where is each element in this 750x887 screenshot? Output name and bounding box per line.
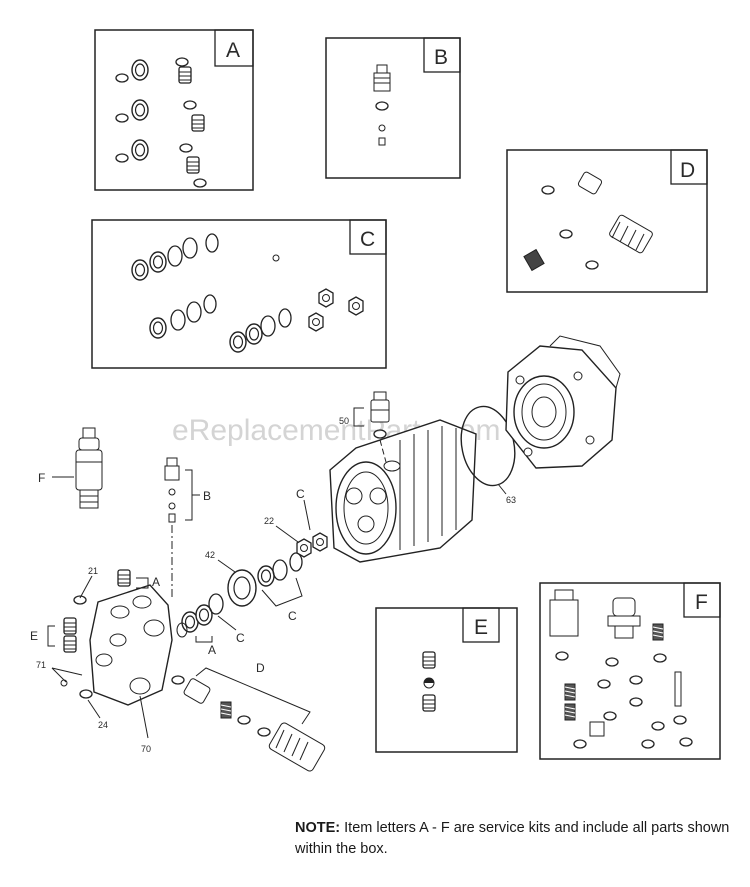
fitting-b: B [164,457,211,600]
callout-22: 22 [264,516,274,526]
callout-21: 21 [88,566,98,576]
kit-box-b: B [325,37,461,179]
kit-e-parts [422,651,436,712]
note-label: NOTE: [295,820,341,836]
plunger-seal-stack: A C 42 C 22 C [176,487,328,657]
unloader-valve-f: F [38,427,103,509]
label-c-upper: C [296,487,305,501]
fitting-50: 50 [339,391,390,463]
kit-box-f: F [539,582,721,760]
kit-label-d: D [680,159,695,182]
callout-42: 42 [205,550,215,560]
service-kit-note: NOTE: Item letters A - F are service kit… [295,818,735,860]
kit-box-d: D [506,149,708,293]
pump-head [329,419,477,563]
callout-63: 63 [506,495,516,505]
kit-label-f: F [695,591,708,614]
callout-50: 50 [339,416,349,426]
kit-label-b: B [434,46,448,69]
kit-d-parts [523,171,653,272]
manifold-callouts: A 21 E 71 24 70 [30,566,160,754]
label-a-seals: A [208,643,216,657]
callout-70: 70 [141,744,151,754]
label-a-manifold: A [152,575,160,589]
kit-c-parts [131,233,364,353]
kit-f-parts [549,589,693,749]
kit-box-a: A [94,29,254,191]
kit-box-c: C [91,219,387,369]
label-b: B [203,489,211,503]
oring-63: 63 [460,405,516,505]
crankcase-flange [505,335,621,469]
manifold [60,569,173,706]
kit-label-e: E [474,616,488,639]
label-f: F [38,471,45,485]
kit-box-e: E [375,607,518,753]
label-d: D [256,661,265,675]
callout-24: 24 [98,720,108,730]
label-c-middle: C [288,609,297,623]
kit-label-c: C [360,228,375,251]
label-e: E [30,629,38,643]
kit-b-parts [373,64,391,146]
outlet-assembly-d: D [171,661,326,772]
label-c-lower: C [236,631,245,645]
callout-71: 71 [36,660,46,670]
kit-a-parts [115,57,207,188]
note-text: Item letters A - F are service kits and … [295,820,730,857]
kit-label-a: A [226,39,240,62]
